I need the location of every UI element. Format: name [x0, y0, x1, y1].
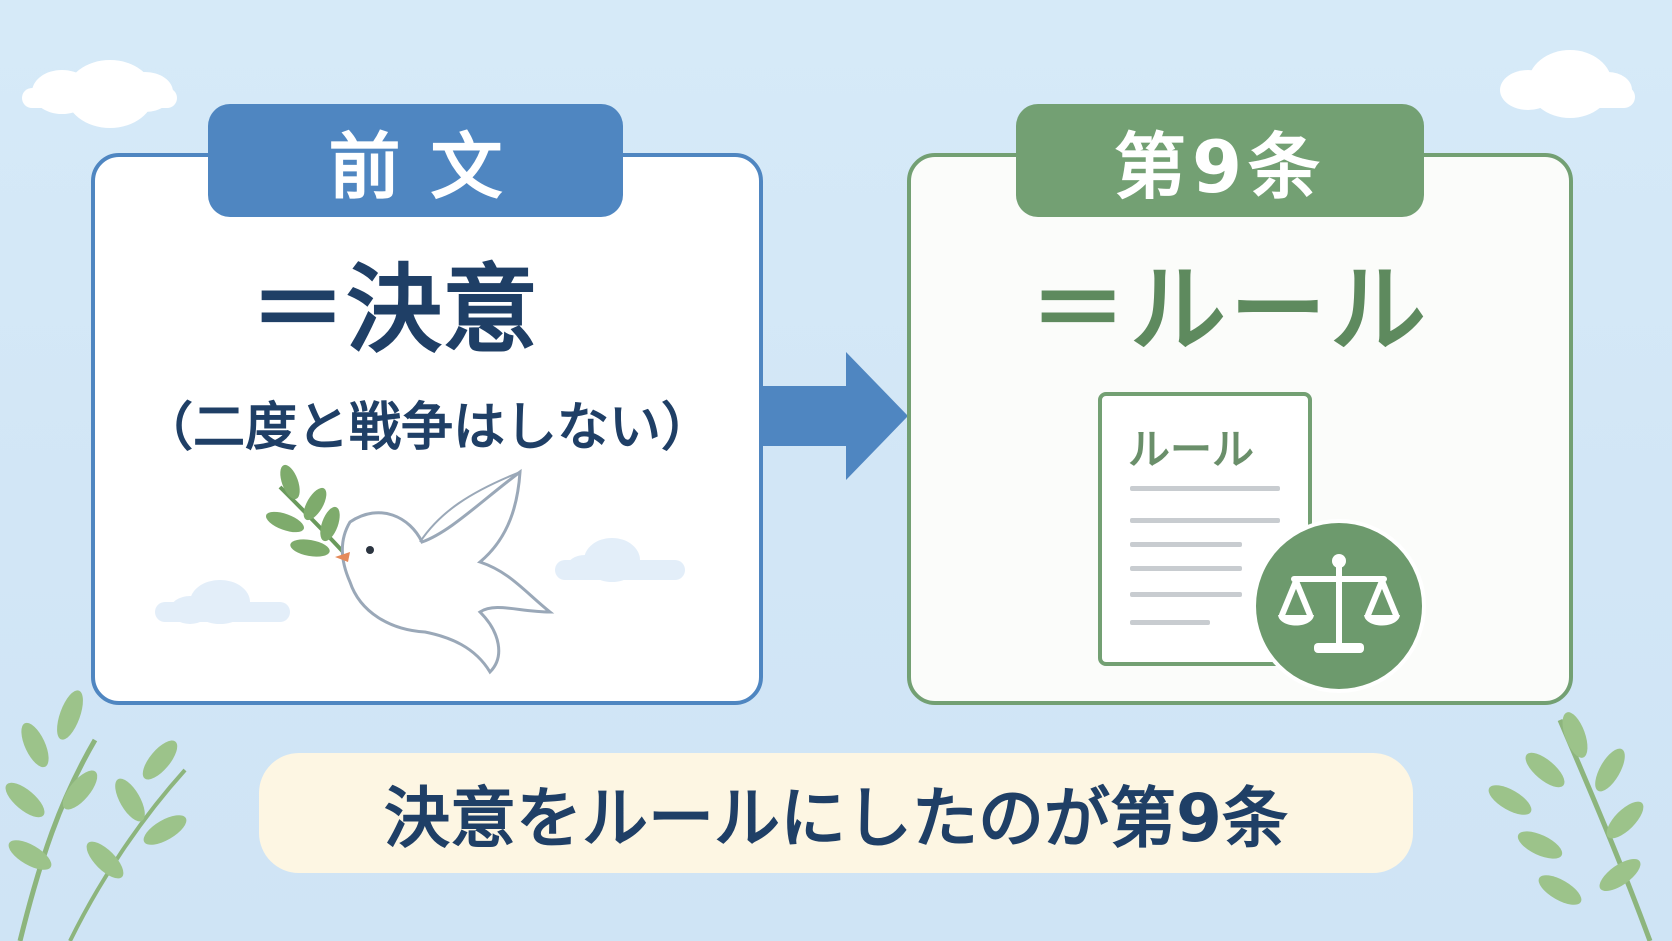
document-line [1130, 620, 1210, 625]
scales-icon [1278, 554, 1400, 653]
leaf-branch-icon [5, 690, 187, 941]
olive-branch-icon [266, 464, 347, 557]
document-line [1130, 518, 1280, 523]
document-line [1130, 592, 1242, 597]
preamble-tab: 前文 [208, 104, 623, 217]
document-line [1130, 542, 1242, 547]
conclusion-banner: 決意をルールにしたのが第9条 [259, 753, 1413, 873]
article9-tab: 第9条 [1016, 104, 1424, 217]
cloud-icon [1500, 50, 1635, 118]
arrow-right-icon [762, 352, 908, 480]
document-title: ルール [1128, 425, 1255, 474]
rule-heading: ＝ルール [1030, 254, 1430, 366]
cloud-icon [22, 60, 177, 128]
resolution-subtext: （二度と戦争はしない） [140, 398, 713, 458]
dove-icon [155, 464, 685, 675]
cloud-icon [155, 538, 685, 624]
document-line [1130, 486, 1280, 491]
resolution-heading: ＝決意 [250, 254, 538, 366]
document-line [1130, 566, 1242, 571]
leaf-branch-icon [1488, 712, 1653, 941]
scales-badge [1252, 519, 1426, 693]
